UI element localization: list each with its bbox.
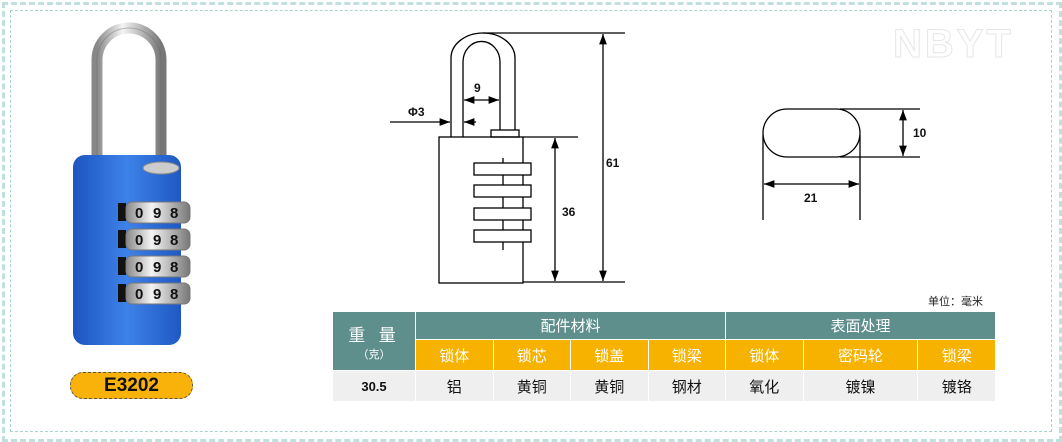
dim-total-height: 61 — [606, 156, 620, 170]
column-header: 密码轮 — [802, 339, 919, 371]
svg-text:0: 0 — [135, 205, 143, 222]
dim-shackle-width: 9 — [474, 81, 481, 95]
table-cell: 黄铜 — [570, 370, 649, 402]
dim-body-height: 36 — [562, 205, 576, 219]
svg-text:9: 9 — [153, 259, 161, 276]
table-cell: 镀镍 — [802, 370, 919, 402]
table-cell: 氧化 — [725, 370, 804, 402]
column-header: 锁芯 — [492, 339, 571, 371]
svg-text:9: 9 — [153, 205, 161, 222]
svg-text:9: 9 — [153, 286, 161, 303]
table-cell: 黄铜 — [492, 370, 571, 402]
svg-text:8: 8 — [170, 259, 178, 276]
column-header: 锁梁 — [647, 339, 726, 371]
materials-group-header: 配件材料 — [415, 311, 726, 340]
svg-text:8: 8 — [170, 205, 178, 222]
table-cell: 铝 — [415, 370, 494, 402]
shackle — [91, 22, 167, 168]
inner-dashed-border — [10, 10, 1052, 432]
svg-text:0: 0 — [135, 286, 143, 303]
unit-label: 单位：毫米 — [928, 295, 983, 308]
table-cell: 钢材 — [647, 370, 726, 402]
section-view — [762, 108, 920, 220]
brand-watermark: NBYT — [893, 22, 1014, 67]
dim-section-height: 10 — [913, 126, 927, 140]
svg-text:8: 8 — [170, 286, 178, 303]
model-badge: E3202 — [70, 372, 193, 399]
column-header: 锁盖 — [570, 339, 649, 371]
table-row: 30.5 铝 黄铜 黄铜 钢材 氧化 镀镍 镀铬 — [332, 370, 996, 402]
spec-table: 重 量 （克） 配件材料 表面处理 锁体 锁芯 锁盖 锁梁 锁体 密码轮 锁梁 … — [332, 311, 996, 402]
table-cell: 镀铬 — [917, 370, 996, 402]
weight-header: 重 量 （克） — [332, 311, 416, 371]
svg-text:9: 9 — [153, 232, 161, 249]
svg-text:0: 0 — [135, 232, 143, 249]
svg-text:0: 0 — [135, 259, 143, 276]
column-header: 锁梁 — [917, 339, 996, 371]
svg-text:8: 8 — [170, 232, 178, 249]
surface-group-header: 表面处理 — [725, 311, 996, 340]
dim-shackle-diameter: Φ3 — [408, 105, 425, 119]
weight-value: 30.5 — [332, 370, 416, 402]
weight-label: 重 量 — [348, 325, 400, 346]
dim-section-width: 21 — [804, 191, 818, 205]
technical-drawing: 9 Φ3 61 36 10 21 — [390, 32, 927, 284]
column-header: 锁体 — [725, 339, 804, 371]
column-header: 锁体 — [415, 339, 494, 371]
front-view — [390, 32, 625, 284]
weight-unit: （克） — [357, 347, 391, 361]
